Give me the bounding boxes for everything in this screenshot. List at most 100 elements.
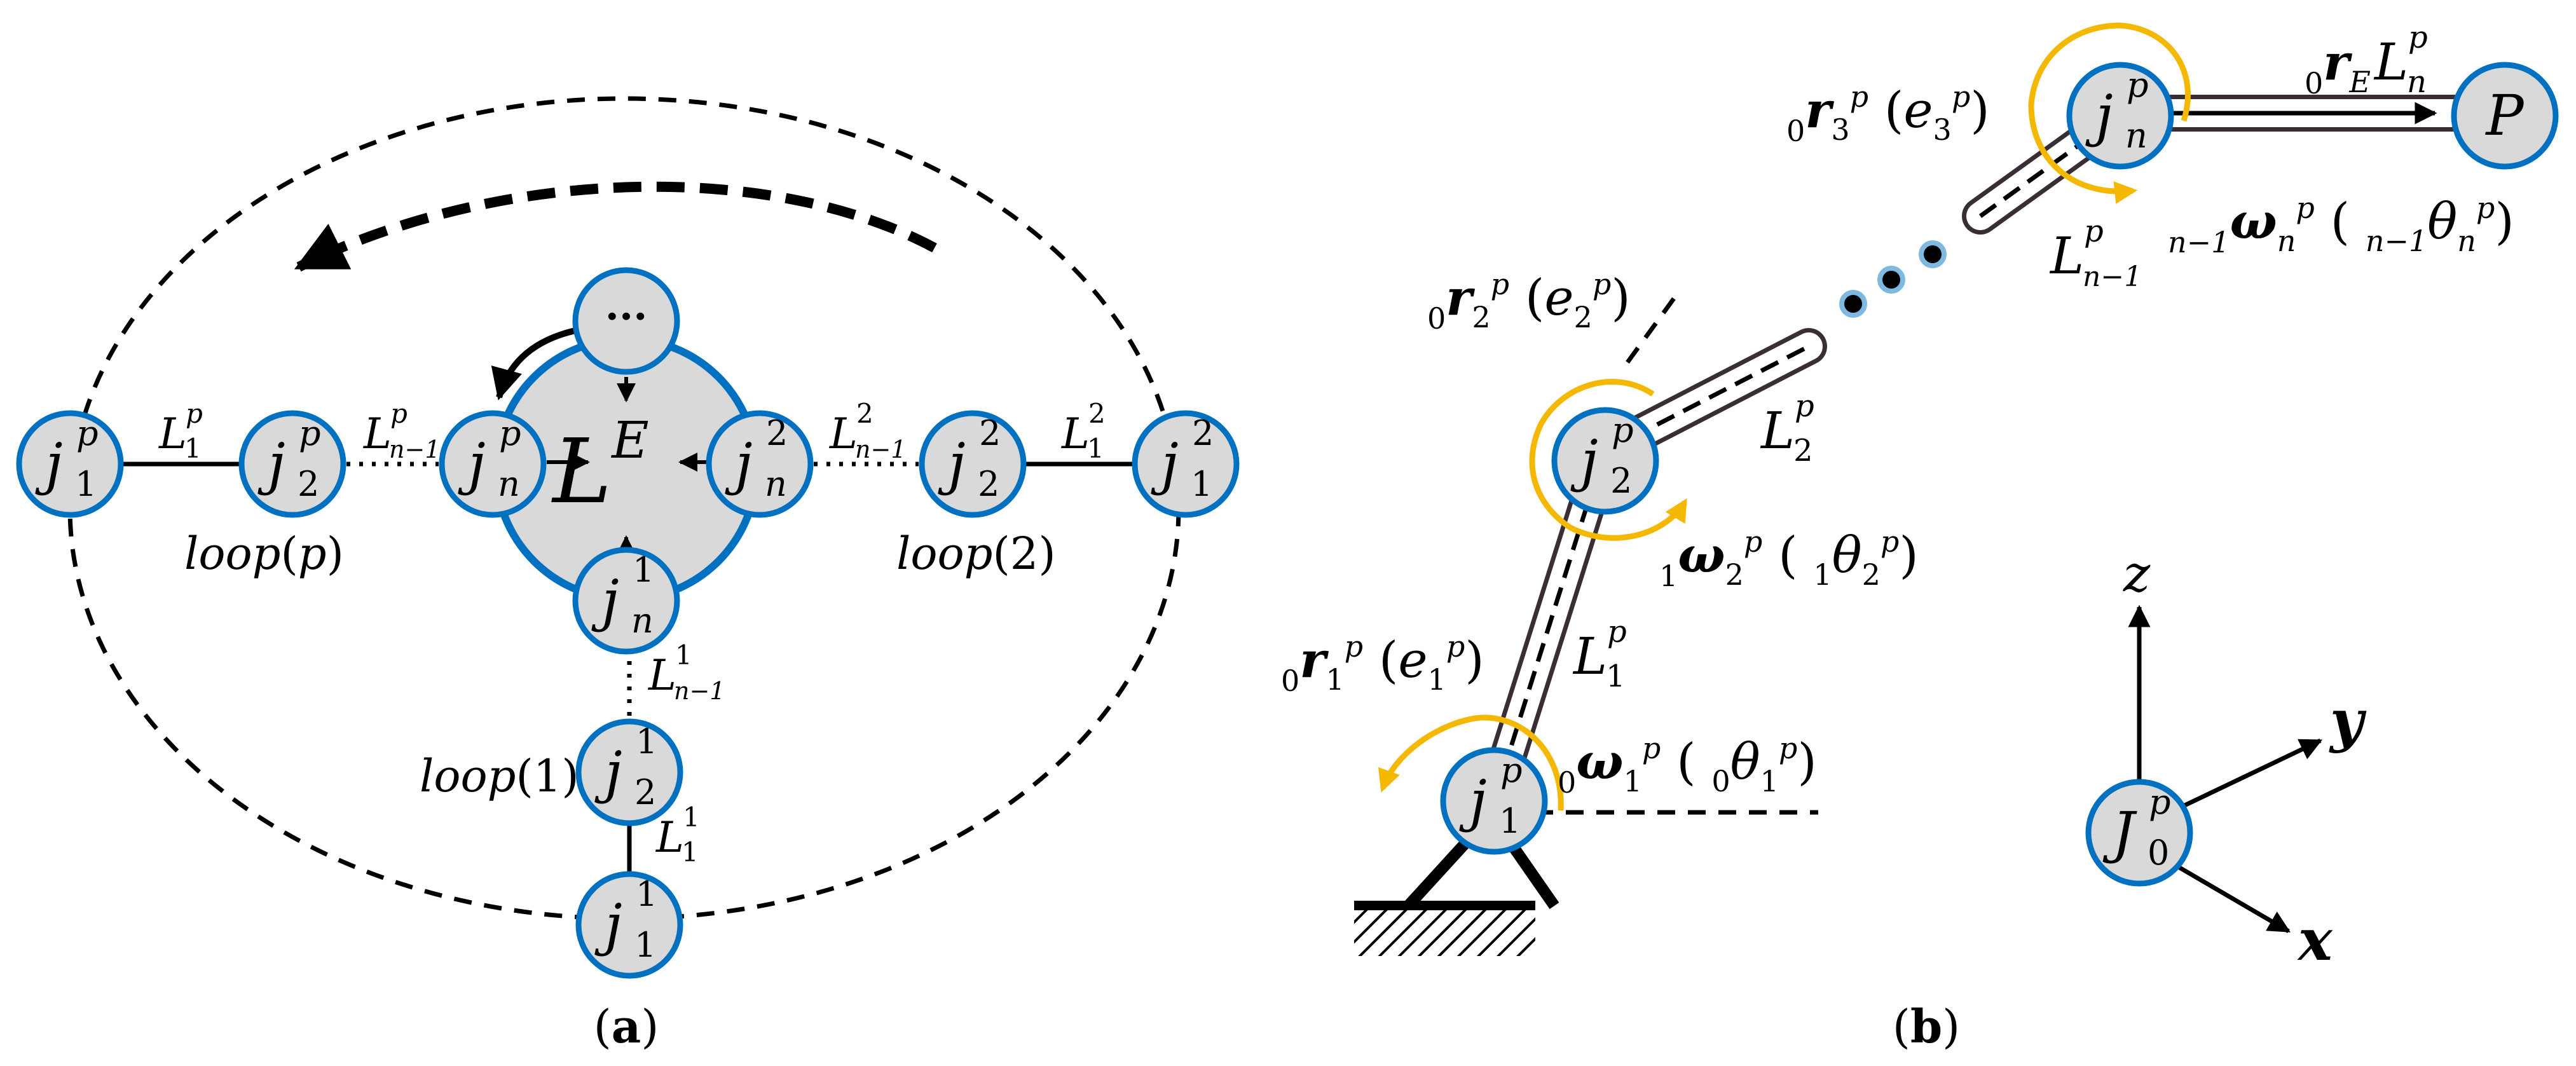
svg-text:L: L	[158, 409, 187, 458]
node-j1p: j p 1	[16, 410, 124, 518]
svg-text:L: L	[655, 813, 684, 862]
svg-text:L: L	[648, 651, 676, 700]
rotation-arrow	[294, 181, 937, 272]
link-L1-bar	[1476, 439, 1620, 819]
svg-text:p: p	[2127, 65, 2149, 105]
node-jn2: j 2 n	[706, 410, 814, 518]
reference-line-j2	[1626, 290, 1680, 364]
svg-text:p: p	[1607, 614, 1627, 650]
svg-text:1: 1	[683, 802, 700, 833]
svg-text:2: 2	[634, 772, 656, 812]
label-L1p: L p 1	[158, 398, 203, 464]
joint-j1p: j p 1	[1440, 747, 1548, 855]
svg-text:1: 1	[633, 550, 654, 590]
label-L11: L 1 1	[655, 802, 700, 868]
svg-text:L: L	[1061, 409, 1090, 458]
svg-text:0r2p (e2p): 0r2p (e2p)	[1427, 267, 1631, 336]
svg-text:1: 1	[1087, 433, 1104, 464]
svg-text:p: p	[186, 398, 203, 429]
svg-text:0: 0	[2148, 833, 2169, 873]
svg-text:p: p	[2149, 782, 2171, 822]
svg-text:1ω2p ( 1θ2p): 1ω2p ( 1θ2p)	[1659, 524, 1919, 593]
label-omega2: 1ω2p ( 1θ2p)	[1659, 524, 1919, 593]
label-r2: 0r2p (e2p)	[1427, 267, 1631, 336]
label-Ln-11: L 1 n−1	[648, 639, 725, 705]
svg-text:n: n	[631, 601, 654, 641]
node-j22: j 2 2	[919, 410, 1027, 518]
joint-jnp: j p n	[2066, 62, 2174, 170]
svg-text:p: p	[499, 413, 521, 453]
label-Ln-12: L 2 n−1	[829, 398, 907, 463]
coordinate-frame: z y x J p 0	[2085, 544, 2367, 974]
svg-text:0r3p (e3p): 0r3p (e3p)	[1786, 79, 1990, 148]
svg-text:p: p	[1612, 410, 1634, 450]
center-node-label: LE	[551, 411, 648, 524]
axis-y-label: y	[2329, 687, 2367, 755]
svg-text:1: 1	[634, 925, 656, 965]
caption-a: (a)	[594, 999, 659, 1053]
label-L12: L 2 1	[1061, 398, 1106, 464]
svg-text:1: 1	[1499, 801, 1521, 841]
svg-text:1: 1	[184, 433, 202, 464]
svg-text:n: n	[2125, 116, 2148, 156]
svg-text:L: L	[363, 409, 392, 458]
ellipsis-label: ···	[605, 293, 648, 341]
svg-text:n−1ωnp ( n−1θnp): n−1ωnp ( n−1θnp)	[2168, 191, 2514, 259]
label-omegan: n−1ωnp ( n−1θnp)	[2168, 191, 2514, 259]
label-Ln-1p: L p n−1	[363, 398, 441, 463]
rotation-arrow-j2	[1529, 379, 1687, 541]
svg-text:1: 1	[675, 639, 692, 671]
svg-text:2: 2	[856, 398, 874, 429]
svg-text:1: 1	[1191, 464, 1212, 504]
label-loop-2: loop(2)	[896, 528, 1056, 580]
svg-text:0ω1p ( 0θ1p): 0ω1p ( 0θ1p)	[1558, 731, 1817, 800]
caption-b: (b)	[1893, 999, 1961, 1053]
svg-text:loop(1): loop(1)	[420, 750, 579, 802]
label-r1: 0r1p (e1p)	[1281, 629, 1484, 698]
svg-text:L: L	[829, 409, 858, 458]
node-j2p: j p 2	[238, 410, 346, 518]
svg-text:L: L	[2049, 226, 2084, 285]
svg-text:1: 1	[1606, 659, 1626, 694]
svg-text:1: 1	[75, 464, 97, 504]
node-jn1: j 1 n	[572, 547, 680, 655]
svg-text:n: n	[765, 464, 787, 504]
chain-ellipsis-dots	[1839, 240, 1947, 318]
svg-text:2: 2	[979, 413, 1001, 453]
svg-text:2: 2	[298, 464, 319, 504]
svg-text:2: 2	[766, 413, 788, 453]
label-rE: 0rE	[2305, 34, 2371, 100]
panel-a: LE ··· j p 1 j p 2 j p n	[16, 96, 1240, 1053]
svg-text:2: 2	[1088, 398, 1106, 429]
svg-text:2: 2	[1610, 461, 1632, 501]
svg-text:L: L	[1572, 627, 1607, 686]
svg-text:1: 1	[636, 721, 657, 762]
svg-text:0rE: 0rE	[2305, 34, 2371, 100]
rotation-arrow-jn	[2028, 22, 2191, 204]
ellipsis-node	[572, 267, 680, 375]
svg-text:L: L	[2373, 32, 2408, 92]
svg-text:p: p	[2408, 20, 2428, 55]
svg-text:1: 1	[682, 837, 699, 868]
svg-text:1: 1	[636, 874, 657, 914]
axis-x-label: x	[2297, 906, 2333, 974]
svg-text:n−1: n−1	[389, 435, 441, 463]
svg-text:p: p	[299, 413, 321, 453]
label-L1p-b: L p 1	[1572, 614, 1627, 694]
svg-text:p: p	[390, 398, 408, 429]
label-Lnp-b: L p n	[2373, 20, 2428, 100]
node-jnp: j p n	[439, 410, 547, 518]
svg-text:n−1: n−1	[2083, 261, 2142, 293]
label-loop-1: loop(1)	[420, 750, 579, 802]
axis-z-label: z	[2123, 544, 2151, 603]
label-Ln-1p-b: L p n−1	[2049, 214, 2142, 293]
label-omega1: 0ω1p ( 0θ1p)	[1558, 731, 1817, 800]
svg-text:n−1: n−1	[855, 435, 907, 463]
node-j12: j 2 1	[1132, 410, 1240, 518]
svg-text:2: 2	[1192, 413, 1214, 453]
svg-text:0r1p (e1p): 0r1p (e1p)	[1281, 629, 1484, 698]
arrow-ellipsis-to-jnp	[491, 327, 577, 400]
label-r3: 0r3p (e3p)	[1786, 79, 1990, 148]
panel-b: j p 1 j p 2 j p n P 0r1p (e1p) 0r2p	[1281, 20, 2559, 1053]
